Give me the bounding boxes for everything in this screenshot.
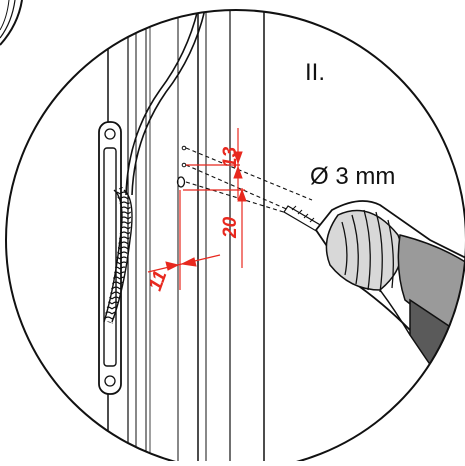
drill-guide-lines	[185, 147, 313, 216]
screw-top	[104, 128, 116, 140]
hole-markers	[176, 145, 187, 188]
dimension-lines	[147, 128, 247, 290]
screw-bottom	[104, 375, 116, 387]
drill-diameter-label: Ø 3 mm	[310, 163, 395, 190]
previous-step-circle	[0, 0, 23, 46]
dimension-label-20: 20	[220, 216, 241, 239]
step-label: II.	[305, 59, 325, 86]
cable	[125, 10, 208, 196]
dimension-label-13: 13	[220, 146, 241, 168]
magnifier-circle	[5, 9, 465, 466]
drill	[314, 200, 465, 423]
coiled-cable-spring	[103, 186, 133, 324]
